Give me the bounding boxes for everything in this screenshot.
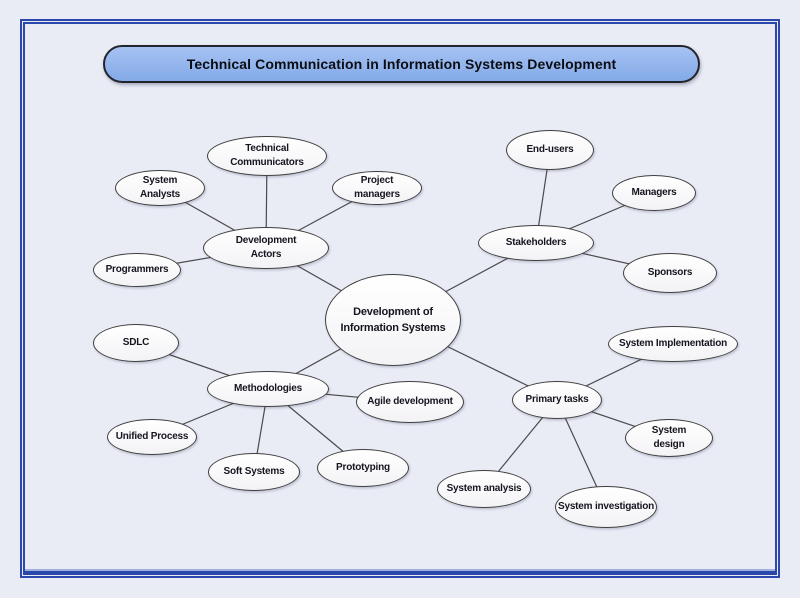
node-sdlc: SDLC [93, 324, 179, 362]
node-sponsors: Sponsors [623, 253, 717, 293]
node-primary-tasks: Primary tasks [512, 381, 602, 419]
node-programmers: Programmers [93, 253, 181, 287]
node-system-design: System design [625, 419, 713, 457]
page-title: Technical Communication in Information S… [186, 56, 617, 72]
node-system-implementation: System Implementation [608, 326, 738, 362]
node-system-analysts: System Analysts [115, 170, 205, 206]
node-unified-process: Unified Process [107, 419, 197, 455]
node-managers: Managers [612, 175, 696, 211]
node-system-analysis: System analysis [437, 470, 531, 508]
outer-frame [20, 19, 780, 578]
node-end-users: End-users [506, 130, 594, 170]
node-development-actors: Development Actors [203, 227, 329, 269]
node-system-investigation: System investigation [555, 486, 657, 528]
node-prototyping: Prototyping [317, 449, 409, 487]
node-project-managers: Project managers [332, 171, 422, 205]
inner-frame [23, 22, 777, 575]
node-technical-communicators: Technical Communicators [207, 136, 327, 176]
node-stakeholders: Stakeholders [478, 225, 594, 261]
node-soft-systems: Soft Systems [208, 453, 300, 491]
node-agile-development: Agile development [356, 381, 464, 423]
node-methodologies: Methodologies [207, 371, 329, 407]
title-banner: Technical Communication in Information S… [103, 45, 700, 83]
node-center: Development of Information Systems [325, 274, 461, 366]
